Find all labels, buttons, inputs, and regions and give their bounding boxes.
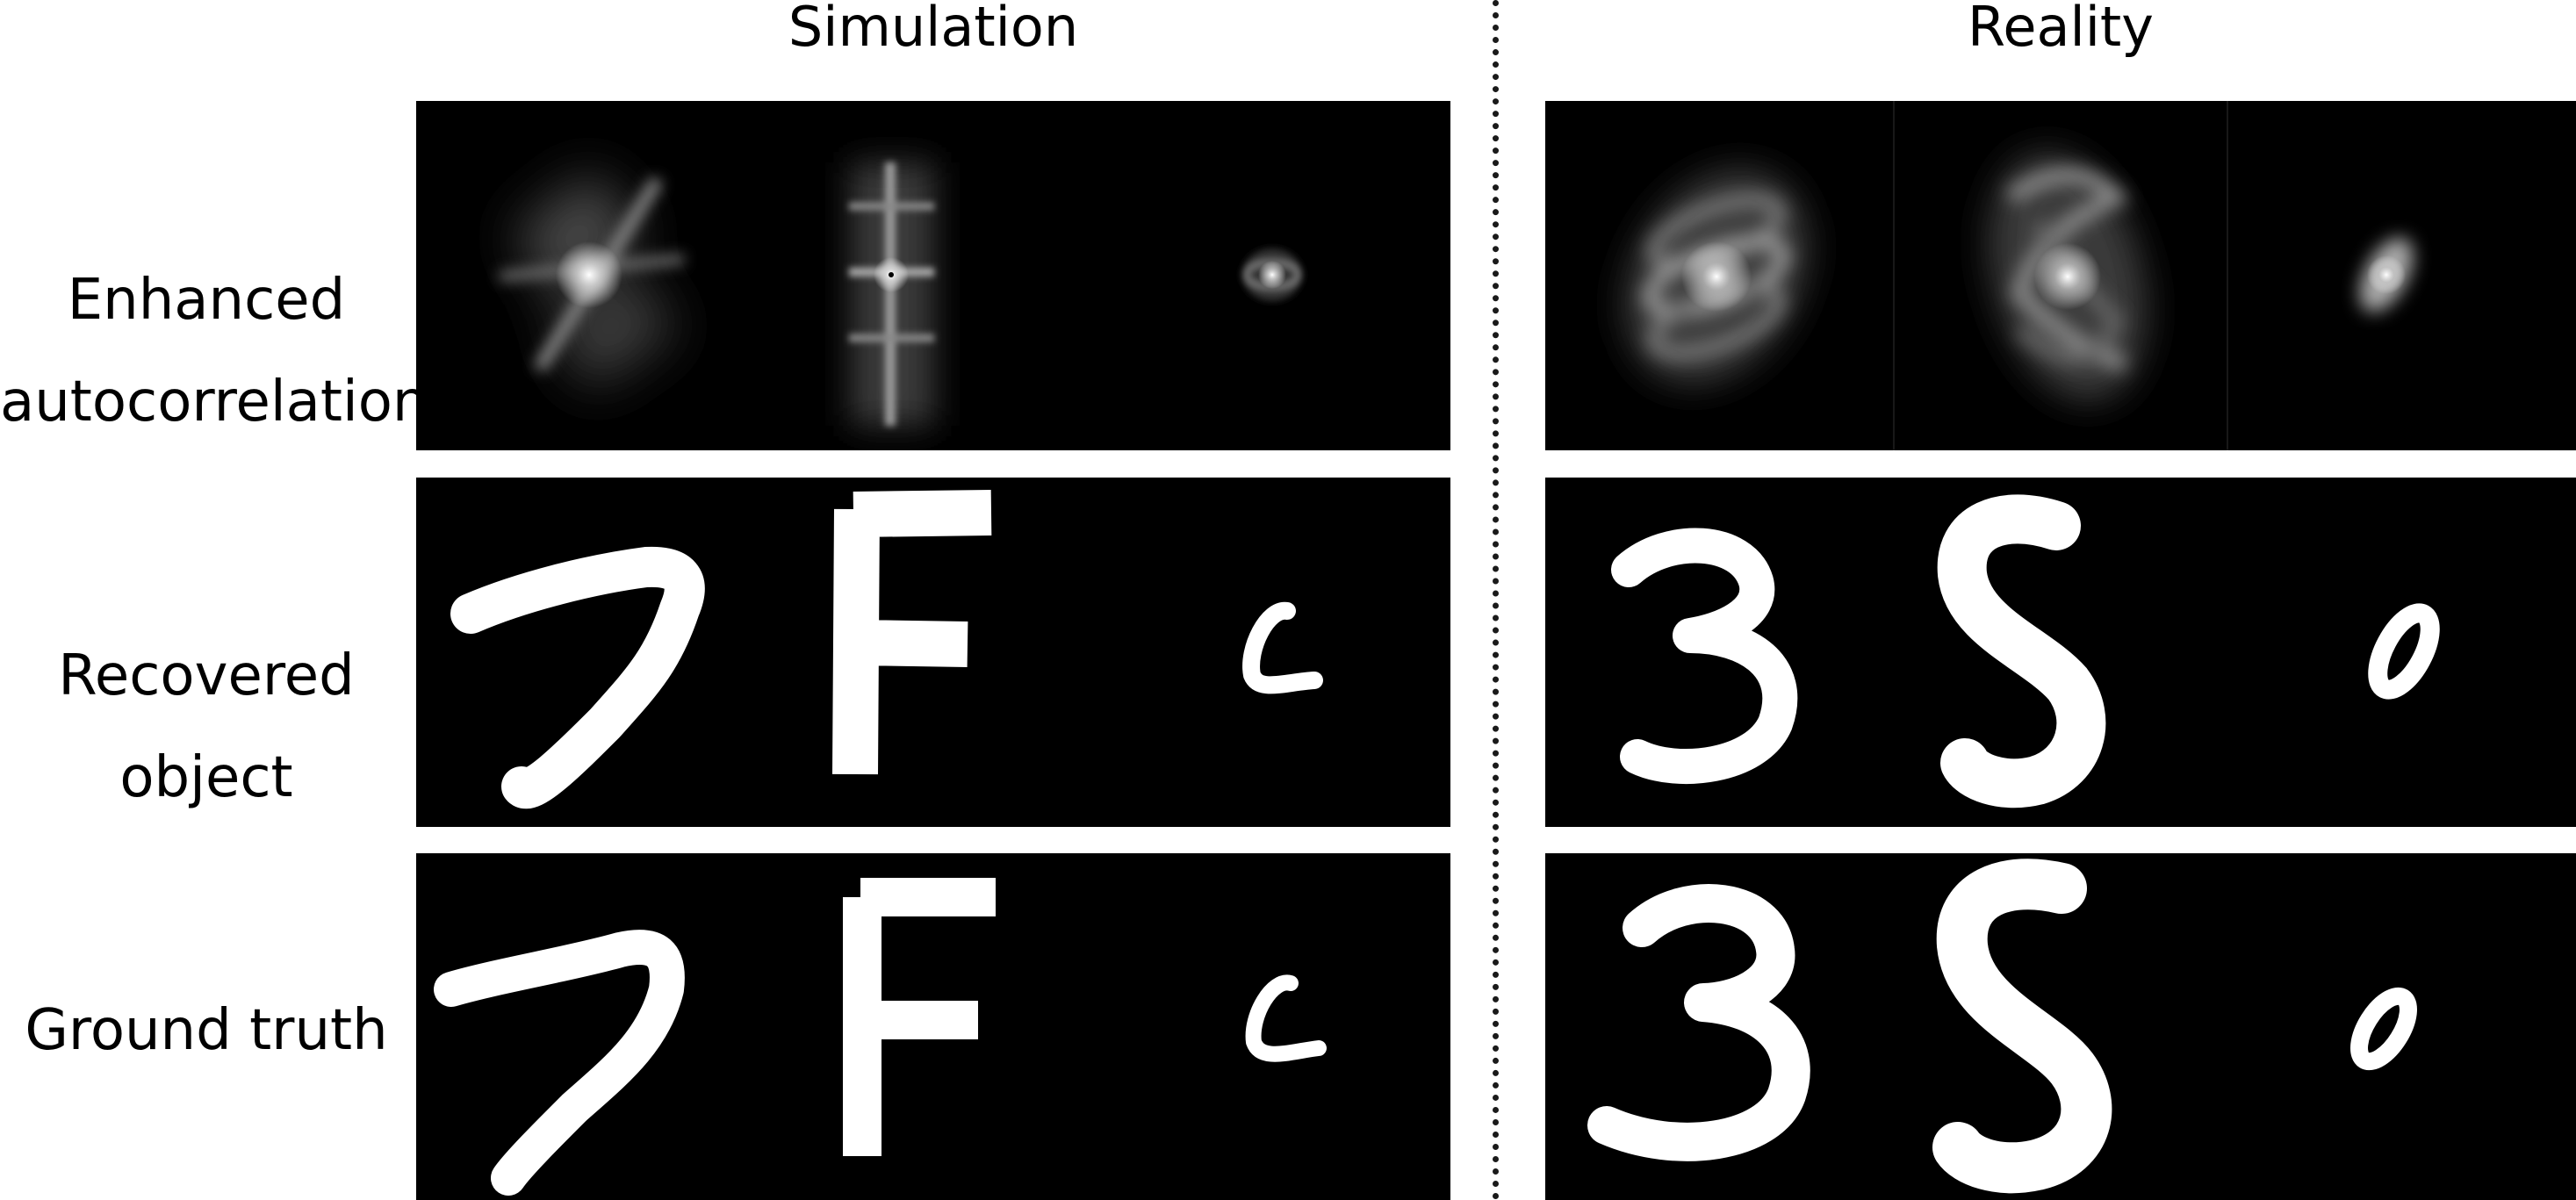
recovered-glyph-3 xyxy=(1611,528,1798,784)
panel-sim-autocorrelation xyxy=(416,101,1450,450)
autocorr-peak xyxy=(556,241,622,308)
recovered-glyph-7 xyxy=(450,546,705,809)
recovered-glyph-0 xyxy=(2368,603,2440,700)
panel-real-ground-truth xyxy=(1545,853,2576,1200)
row-label-enhanced-autocorrelation: Enhanced autocorrelation xyxy=(0,249,428,453)
truth-glyph-c xyxy=(1245,974,1327,1062)
column-divider xyxy=(1493,0,1499,1200)
panel-real-recovered xyxy=(1545,478,2576,827)
recovered-glyph-c xyxy=(1242,601,1323,694)
row-label-recovered-object: Recovered object xyxy=(0,625,413,829)
row-label-line: Enhanced xyxy=(67,268,346,333)
row-label-line: object xyxy=(119,745,293,810)
truth-glyph-7 xyxy=(434,930,685,1196)
row-label-line: autocorrelation xyxy=(0,370,428,435)
column-title-simulation: Simulation xyxy=(788,0,1079,59)
panel-sim-ground-truth xyxy=(416,853,1450,1200)
truth-glyph-F xyxy=(843,878,996,1156)
panel-sim-recovered xyxy=(416,478,1450,827)
recovered-glyph-F xyxy=(832,490,992,775)
row-label-line: Ground truth xyxy=(25,998,388,1063)
row-label-ground-truth: Ground truth xyxy=(0,980,413,1081)
truth-glyph-3 xyxy=(1587,884,1810,1161)
row-label-line: Recovered xyxy=(58,643,355,708)
panel-real-autocorrelation xyxy=(1545,101,2576,450)
recovered-glyph-S xyxy=(1937,494,2106,808)
column-title-reality: Reality xyxy=(1968,0,2154,59)
truth-glyph-S xyxy=(1932,859,2112,1194)
truth-glyph-0 xyxy=(2350,987,2417,1071)
